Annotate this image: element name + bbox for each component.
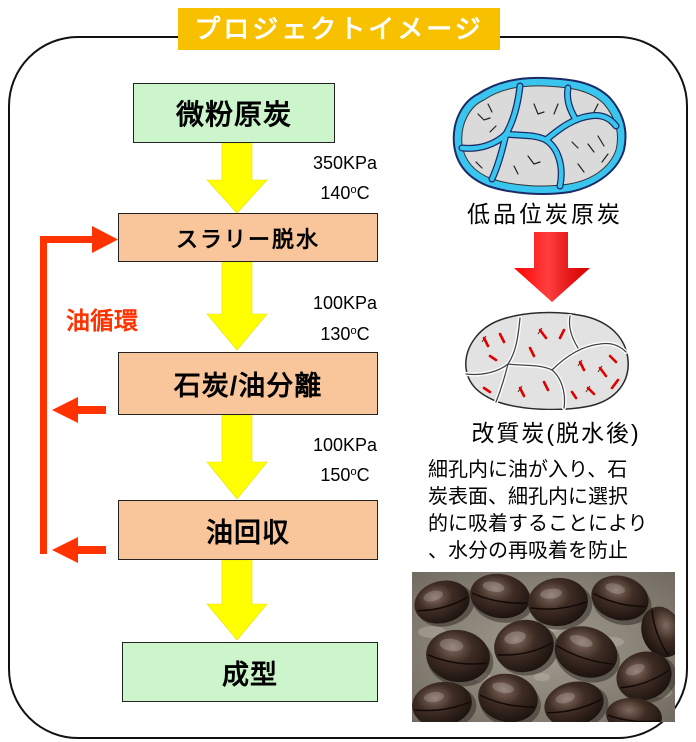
condition-temperature-1: 140oC bbox=[295, 177, 395, 206]
step-coal-oil-separation: 石炭/油分離 bbox=[118, 352, 378, 415]
step-molding: 成型 bbox=[122, 642, 378, 702]
step-oil-recovery: 油回収 bbox=[118, 500, 378, 560]
condition-pressure-3: 100KPa bbox=[312, 435, 378, 455]
upgraded-coal-oil-marks bbox=[482, 328, 620, 400]
condition-pressure-1: 350KPa bbox=[312, 153, 378, 173]
title-banner: プロジェクトイメージ bbox=[178, 8, 500, 50]
temp-unit: C bbox=[356, 324, 370, 344]
temp-degree-mark: o bbox=[350, 325, 357, 337]
condition-pressure-2: 100KPa bbox=[312, 293, 378, 313]
transform-arrow-sheen bbox=[514, 232, 590, 302]
transform-arrow bbox=[514, 232, 590, 302]
description-line: 細孔内に油が入り、石 bbox=[428, 459, 628, 481]
temp-degree-mark: o bbox=[350, 466, 357, 478]
upgraded-coal-illustration bbox=[464, 311, 629, 410]
raw-coal-cracks bbox=[459, 83, 619, 189]
temp-unit: C bbox=[356, 465, 370, 485]
step-fine-raw-coal: 微粉原炭 bbox=[133, 83, 335, 143]
briquette bbox=[426, 629, 494, 687]
upgraded-coal-label: 改質炭(脱水後) bbox=[471, 420, 641, 446]
description-line: 的に吸着することにより bbox=[428, 513, 648, 535]
step-slurry-dewatering: スラリー脱水 bbox=[118, 213, 378, 262]
temp-degree-mark: o bbox=[350, 184, 357, 196]
oil-loop-branch-shaft-1 bbox=[74, 406, 106, 414]
upgraded-coal-body bbox=[465, 311, 629, 410]
briquette bbox=[414, 580, 475, 627]
briquette-pile bbox=[412, 573, 675, 722]
upgraded-coal-crack-lines bbox=[465, 315, 627, 409]
oil-loop-branch-shaft-2 bbox=[74, 546, 106, 554]
briquette bbox=[494, 619, 559, 676]
flow-arrow-3 bbox=[206, 414, 268, 500]
briquette bbox=[528, 577, 593, 630]
temp-unit: C bbox=[356, 183, 370, 203]
flow-arrow-1 bbox=[206, 142, 268, 214]
flow-arrow-2 bbox=[206, 261, 268, 351]
flow-arrow-4 bbox=[206, 559, 268, 641]
briquette bbox=[412, 681, 477, 722]
oil-loop-return-head bbox=[92, 226, 118, 253]
temp-value: 150 bbox=[320, 465, 351, 485]
temp-value: 130 bbox=[320, 324, 351, 344]
raw-coal-label: 低品位炭原炭 bbox=[467, 201, 623, 227]
oil-loop-branch-head-1 bbox=[52, 397, 78, 423]
description-line: 炭表面、細孔内に選択 bbox=[428, 486, 628, 508]
raw-coal-illustration bbox=[452, 76, 627, 195]
raw-coal-pores bbox=[475, 103, 609, 175]
oil-loop-branch-head-2 bbox=[52, 537, 78, 563]
temp-value: 140 bbox=[320, 183, 351, 203]
briquette bbox=[591, 575, 652, 626]
briquette bbox=[554, 626, 620, 683]
condition-temperature-2: 130oC bbox=[295, 318, 395, 347]
condition-temperature-3: 150oC bbox=[295, 459, 395, 488]
oil-loop-label: 油循環 bbox=[66, 308, 138, 335]
briquette bbox=[470, 573, 534, 623]
upgrade-description: 細孔内に油が入り、石 炭表面、細孔内に選択 的に吸着することにより 、水分の再吸… bbox=[428, 457, 648, 565]
oil-loop-arrow bbox=[40, 226, 118, 563]
briquette bbox=[641, 606, 675, 658]
briquette bbox=[544, 681, 609, 722]
oil-loop-return-shaft bbox=[40, 236, 96, 243]
description-line: 、水分の再吸着を防止 bbox=[428, 540, 628, 562]
briquette bbox=[616, 651, 675, 704]
oil-loop-line bbox=[40, 236, 47, 554]
briquette bbox=[478, 673, 541, 722]
briquette-photo bbox=[412, 572, 675, 722]
briquette bbox=[606, 697, 662, 722]
